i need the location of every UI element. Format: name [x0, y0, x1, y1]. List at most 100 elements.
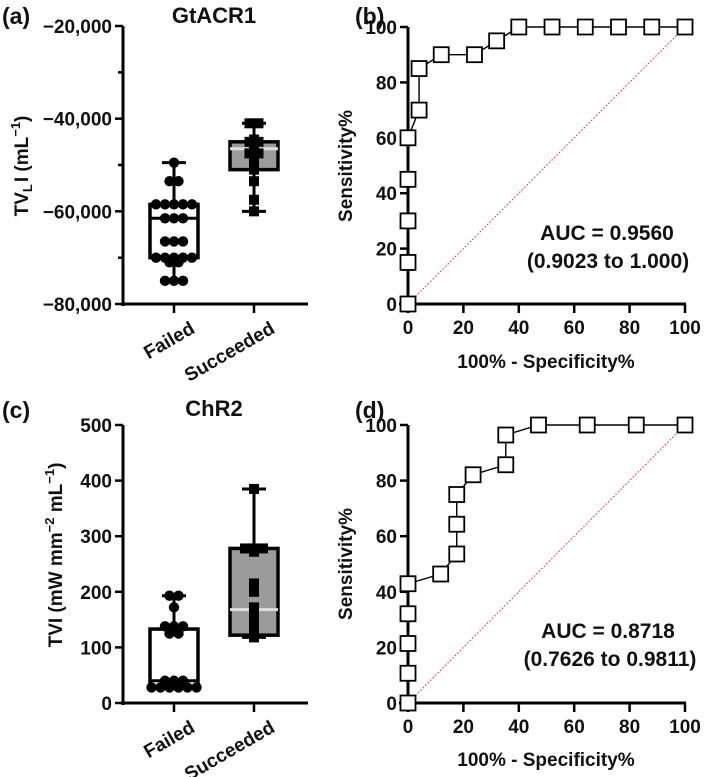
x-tick-label: 80 — [619, 717, 640, 738]
y-axis-label-a: TVLI (mL−1) — [8, 116, 35, 217]
data-point — [168, 213, 180, 224]
data-point — [150, 252, 162, 263]
roc-point — [410, 60, 428, 77]
y-tick-label: 100 — [365, 416, 397, 437]
panel-c: (c) ChR2 TVI (mW mm−2 mL−1) 010020030040… — [2, 396, 308, 777]
box-succeeded — [228, 483, 280, 643]
y-tick-label: 100 — [365, 18, 397, 39]
chart-title-c: ChR2 — [185, 396, 242, 421]
y-tick-label: 500 — [80, 416, 112, 437]
data-point — [249, 614, 259, 625]
data-point — [164, 257, 175, 268]
y-axis-label-b: Sensitivity% — [336, 110, 357, 222]
data-point — [249, 609, 259, 620]
y-tick-label: 20 — [376, 240, 397, 261]
y-tick-label: 80 — [376, 472, 397, 493]
data-point — [249, 602, 259, 613]
data-point — [146, 682, 157, 693]
data-point — [249, 625, 259, 636]
roc-point — [399, 694, 417, 712]
panel-b: (b) Sensitivity% 100% - Specificity% 0 20… — [336, 3, 701, 373]
chart-title-a: GtACR1 — [172, 3, 256, 28]
roc-point — [399, 575, 417, 593]
roc-point — [432, 46, 450, 64]
y-tick-label: −60,000 — [43, 202, 112, 223]
reference-line — [407, 26, 686, 305]
panel-d: (d) Sensitivity% 100% - Specificity% 020… — [336, 397, 701, 771]
x-category-label: Succeeded — [181, 318, 278, 386]
roc-point — [399, 170, 417, 188]
data-point — [253, 118, 264, 129]
roc-point — [399, 129, 417, 147]
x-tick-label: 0 — [403, 717, 414, 738]
data-point — [159, 621, 171, 632]
data-point — [186, 199, 198, 210]
roc-point — [448, 545, 466, 563]
data-point — [186, 252, 198, 263]
x-tick-label: 20 — [453, 318, 474, 339]
x-tick-label: 0 — [403, 318, 414, 339]
x-category-label: Failed — [140, 318, 198, 364]
data-point — [177, 675, 189, 686]
x-tick-label: 60 — [564, 318, 585, 339]
roc-point — [510, 18, 528, 36]
x-category-label: Succeeded — [181, 717, 278, 777]
y-tick-label: −40,000 — [43, 110, 112, 131]
roc-point — [399, 212, 417, 230]
roc-point — [610, 18, 627, 36]
data-point — [249, 578, 259, 589]
y-tick-label: 40 — [376, 184, 397, 205]
data-point — [253, 136, 264, 147]
data-point — [249, 194, 259, 205]
data-point — [177, 236, 189, 247]
y-tick-label: 40 — [376, 583, 397, 604]
data-point — [249, 586, 259, 597]
auc-value-b: AUC = 0.9560 — [540, 222, 674, 245]
roc-point — [410, 101, 428, 119]
data-point — [249, 155, 259, 166]
roc-point — [399, 635, 417, 652]
data-point — [168, 275, 180, 287]
y-tick-label: 0 — [101, 694, 112, 715]
roc-point — [627, 416, 645, 434]
y-tick-label: 0 — [386, 295, 397, 316]
data-point — [240, 543, 250, 554]
roc-curve — [407, 26, 685, 304]
y-axis-label-c: TVI (mW mm−2 mL−1) — [42, 463, 67, 648]
roc-point — [464, 466, 482, 484]
roc-point — [399, 605, 417, 623]
data-point — [244, 136, 255, 147]
data-point — [191, 682, 202, 693]
data-point — [150, 199, 162, 210]
y-tick-label: −20,000 — [43, 17, 112, 38]
roc-point — [497, 426, 515, 444]
roc-point — [488, 32, 506, 50]
roc-point — [676, 18, 694, 36]
x-axis-label-d: 100% - Specificity% — [457, 750, 635, 771]
roc-point — [399, 295, 417, 313]
box-succeeded — [228, 118, 280, 217]
roc-point — [576, 18, 594, 36]
roc-curve — [407, 424, 685, 703]
data-point — [249, 176, 259, 187]
data-point — [164, 590, 175, 601]
data-point — [249, 543, 259, 554]
reference-line — [407, 424, 686, 704]
data-point — [168, 602, 180, 613]
x-axis-label-b: 100% - Specificity% — [457, 352, 635, 373]
data-point — [177, 213, 189, 224]
x-tick-label: 100 — [669, 717, 701, 738]
roc-point — [643, 18, 661, 36]
panel-label-b: (b) — [355, 3, 384, 29]
roc-point — [432, 565, 450, 583]
y-tick-label: 0 — [386, 694, 397, 715]
data-point — [244, 148, 255, 159]
data-point — [173, 176, 184, 187]
y-tick-label: −80,000 — [43, 295, 112, 316]
data-point — [164, 176, 175, 187]
data-point — [249, 206, 259, 217]
